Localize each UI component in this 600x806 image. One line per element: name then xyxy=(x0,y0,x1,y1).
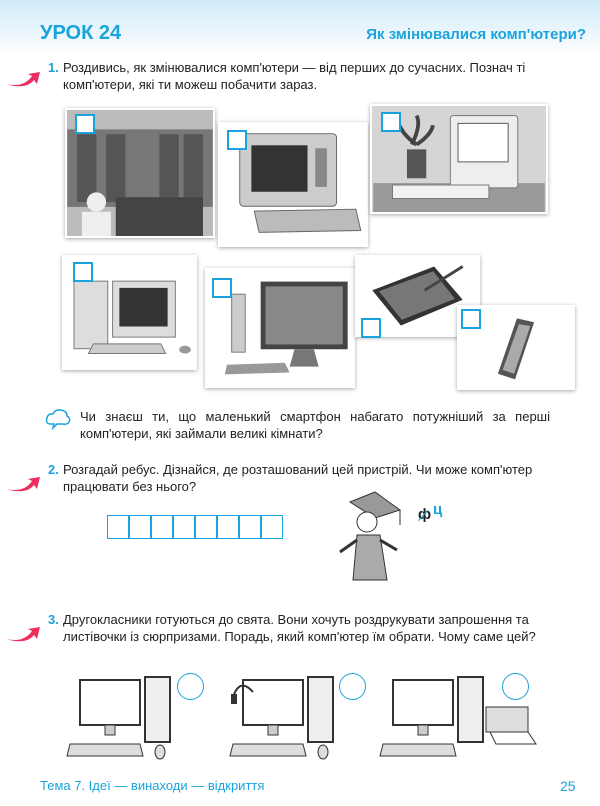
answer-cell[interactable] xyxy=(239,515,261,539)
arrow-icon xyxy=(6,477,40,492)
cloud-icon xyxy=(45,409,71,430)
answer-cell[interactable] xyxy=(129,515,151,539)
choice-circle-1[interactable] xyxy=(177,673,204,700)
checkbox-tablet[interactable] xyxy=(361,318,381,338)
checkbox-all-in-one[interactable] xyxy=(212,278,232,298)
footer-chapter: Тема 7. Ідеї — винаходи — відкриття xyxy=(40,778,265,793)
task3-number: 3. xyxy=(48,612,59,627)
photo-smartphone xyxy=(457,305,575,390)
rebus-replacement-letter: ц xyxy=(433,501,443,518)
photo-all-in-one xyxy=(205,268,355,388)
computer-option-3-printer xyxy=(379,676,537,757)
checkbox-macintosh[interactable] xyxy=(381,112,401,132)
answer-cell[interactable] xyxy=(261,515,283,539)
photo-mainframe xyxy=(65,108,215,238)
answer-cell[interactable] xyxy=(107,515,129,539)
choice-circle-3[interactable] xyxy=(502,673,529,700)
checkbox-desktop-crt[interactable] xyxy=(73,262,93,282)
answer-cell[interactable] xyxy=(195,515,217,539)
rebus-crossed-letter: ф xyxy=(418,506,431,523)
professor-illustration xyxy=(339,491,402,581)
task3-text: Другокласники готуються до свята. Вони х… xyxy=(63,612,536,644)
fact-text: Чи знаєш ти, що маленький смартфон набаг… xyxy=(80,409,550,441)
task2-text: Розгадай ребус. Дізнайся, де розташовани… xyxy=(63,462,533,494)
page-number: 25 xyxy=(560,778,576,794)
header-background xyxy=(0,0,600,55)
lesson-number: УРОК 24 xyxy=(40,22,122,44)
answer-cell[interactable] xyxy=(217,515,239,539)
answer-cell[interactable] xyxy=(151,515,173,539)
arrow-icon xyxy=(6,72,40,87)
task1-number: 1. xyxy=(48,60,59,75)
checkbox-terminal[interactable] xyxy=(227,130,247,150)
arrow-icon xyxy=(6,627,40,642)
computer-option-1 xyxy=(66,676,171,760)
task2-number: 2. xyxy=(48,462,59,477)
task1-text: Роздивись, як змінювалися комп'ютери — в… xyxy=(63,60,526,92)
computer-option-2-headset xyxy=(229,676,334,760)
checkbox-smartphone[interactable] xyxy=(461,309,481,329)
answer-cell[interactable] xyxy=(173,515,195,539)
choice-circle-2[interactable] xyxy=(339,673,366,700)
lesson-topic: Як змінювалися комп'ютери? xyxy=(366,26,586,43)
rebus-crossed-text: ф xyxy=(418,506,432,523)
checkbox-mainframe[interactable] xyxy=(75,114,95,134)
